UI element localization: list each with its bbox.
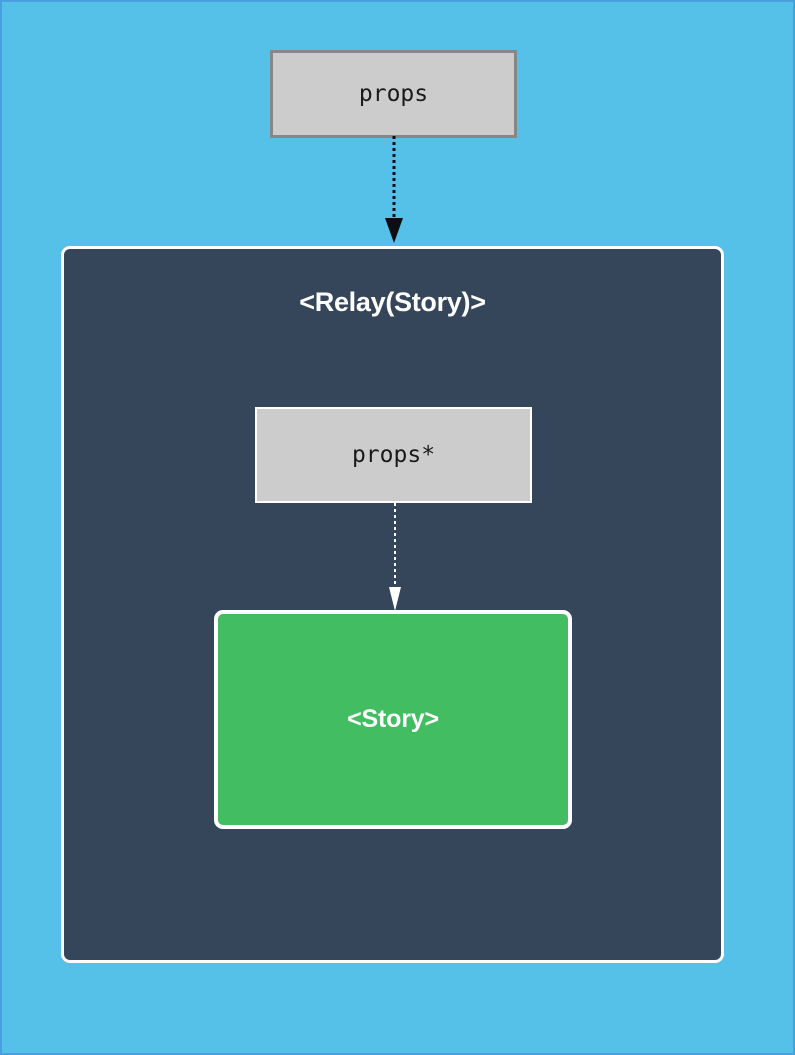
outer-props-box[interactable]: props [270, 50, 517, 138]
outer-props-label: props [358, 80, 429, 107]
white-dotted-arrow-down-icon [389, 503, 401, 611]
story-component-box[interactable]: <Story> [214, 610, 572, 829]
relay-panel-title: <Relay(Story)> [299, 287, 486, 317]
inner-props-box[interactable]: props* [255, 407, 532, 503]
dotted-arrow-head [385, 218, 403, 243]
dotted-arrow-down-icon [385, 136, 403, 243]
white-arrow-head [389, 587, 401, 611]
relay-story-panel[interactable]: <Relay(Story)> props* <Story> [61, 246, 724, 963]
story-component-label: <Story> [347, 705, 439, 733]
inner-props-label: props* [351, 441, 436, 468]
